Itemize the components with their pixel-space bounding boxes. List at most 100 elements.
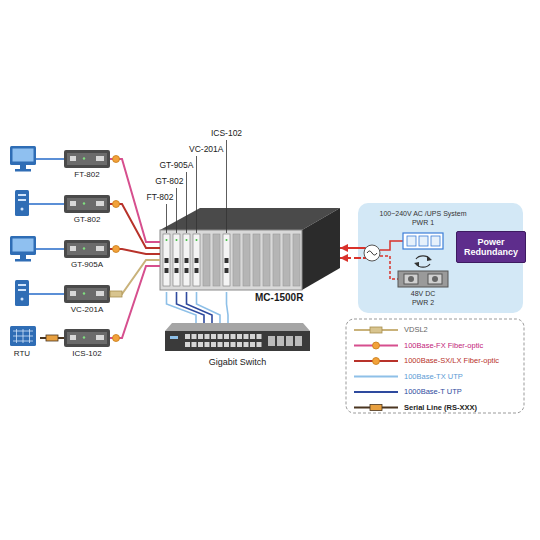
legend-label: 100Base-TX UTP <box>404 372 463 382</box>
port <box>70 156 76 161</box>
pc-screen <box>13 239 34 252</box>
led <box>176 239 178 241</box>
port <box>70 291 76 296</box>
port <box>96 335 104 340</box>
cable-marker <box>113 156 120 163</box>
legend-label: 1000Base-T UTP <box>404 387 462 397</box>
chassis-side <box>302 208 340 290</box>
module-card <box>163 234 170 286</box>
power-button <box>21 208 24 211</box>
cycle-arrowhead <box>427 256 432 261</box>
legend-label: Serial Line (RS-XXX) <box>404 403 477 413</box>
module-card <box>223 234 230 286</box>
sfp-port <box>277 336 284 346</box>
switch-port <box>237 342 242 347</box>
switch-port <box>250 342 255 347</box>
display-digit <box>407 236 416 246</box>
legend-label: 1000Base-SX/LX Fiber-optic <box>404 356 499 366</box>
switch-port <box>218 334 223 339</box>
cable-marker <box>370 405 382 411</box>
terminal-block <box>398 271 448 287</box>
utp-cable <box>36 158 64 160</box>
node-label: 100~240V AC /UPS System PWR 1 <box>375 209 471 227</box>
power-line <box>380 241 403 250</box>
converter: FT-802 <box>64 150 110 180</box>
cable-connector <box>340 257 358 259</box>
port <box>96 201 104 206</box>
led <box>83 292 85 294</box>
node-label: Gigabit Switch <box>165 357 310 368</box>
drive-bay <box>18 284 26 286</box>
converter-face <box>67 332 107 344</box>
card-port <box>195 268 199 273</box>
switch-port <box>231 334 236 339</box>
converter-body <box>64 150 110 168</box>
node-label: ICS-102 <box>64 349 110 359</box>
converter: VC-201A <box>64 285 110 315</box>
empty-slot <box>283 234 290 286</box>
rtu: RTU <box>4 326 40 360</box>
pc-base <box>15 259 31 262</box>
switch-port <box>250 334 255 339</box>
callout-label: VC-201A <box>189 144 224 154</box>
cable-connector <box>227 292 229 323</box>
cable-connector <box>340 247 358 249</box>
converter-face <box>67 198 107 210</box>
converter-body <box>64 329 110 347</box>
led <box>83 157 85 159</box>
port <box>70 335 76 340</box>
led <box>83 202 85 204</box>
cable-connector <box>167 292 197 323</box>
terminal <box>428 274 442 284</box>
switch-port <box>211 342 216 347</box>
node-label: RTU <box>4 349 40 359</box>
display-digit <box>419 236 428 246</box>
node-label: Power Redundancy <box>457 237 525 257</box>
utp-cable <box>29 293 64 295</box>
sfp-port <box>286 336 293 346</box>
cable-connector <box>197 292 221 323</box>
led <box>226 239 228 241</box>
leader-line <box>176 188 177 233</box>
chassis-front <box>160 230 302 290</box>
redundancy-box: Power Redundancy <box>456 231 526 263</box>
switch-port <box>231 342 236 347</box>
module-card <box>173 234 180 286</box>
node-label: GT-905A <box>64 260 110 270</box>
converter: ICS-102 <box>64 329 110 359</box>
terminal <box>404 274 418 284</box>
legend-sample <box>354 376 398 378</box>
switch-front <box>165 331 310 351</box>
callout-label: ICS-102 <box>211 128 242 138</box>
utp-cable <box>29 203 64 205</box>
screw <box>408 276 414 282</box>
switch-port <box>257 342 262 347</box>
led <box>166 239 168 241</box>
cable-connector <box>177 292 205 323</box>
switch-port <box>244 334 249 339</box>
switch-port <box>198 334 203 339</box>
callout-label: FT-802 <box>147 192 174 202</box>
legend-frame <box>346 319 524 413</box>
card-port <box>165 268 169 273</box>
empty-slot <box>203 234 210 286</box>
leader-line <box>226 140 227 233</box>
node-label: VC-201A <box>64 305 110 315</box>
display-digit <box>431 236 440 246</box>
leader-line <box>186 172 187 233</box>
switch-port <box>218 342 223 347</box>
converter: GT-905A <box>64 240 110 270</box>
pc-tower <box>15 280 29 306</box>
empty-slot <box>263 234 270 286</box>
switch-port <box>224 334 229 339</box>
converter-face <box>67 153 107 165</box>
card-port <box>185 258 189 263</box>
switch-port <box>211 334 216 339</box>
power-button <box>21 298 24 301</box>
node-label: FT-802 <box>64 170 110 180</box>
pc-base <box>15 169 31 172</box>
switch-port <box>185 342 190 347</box>
